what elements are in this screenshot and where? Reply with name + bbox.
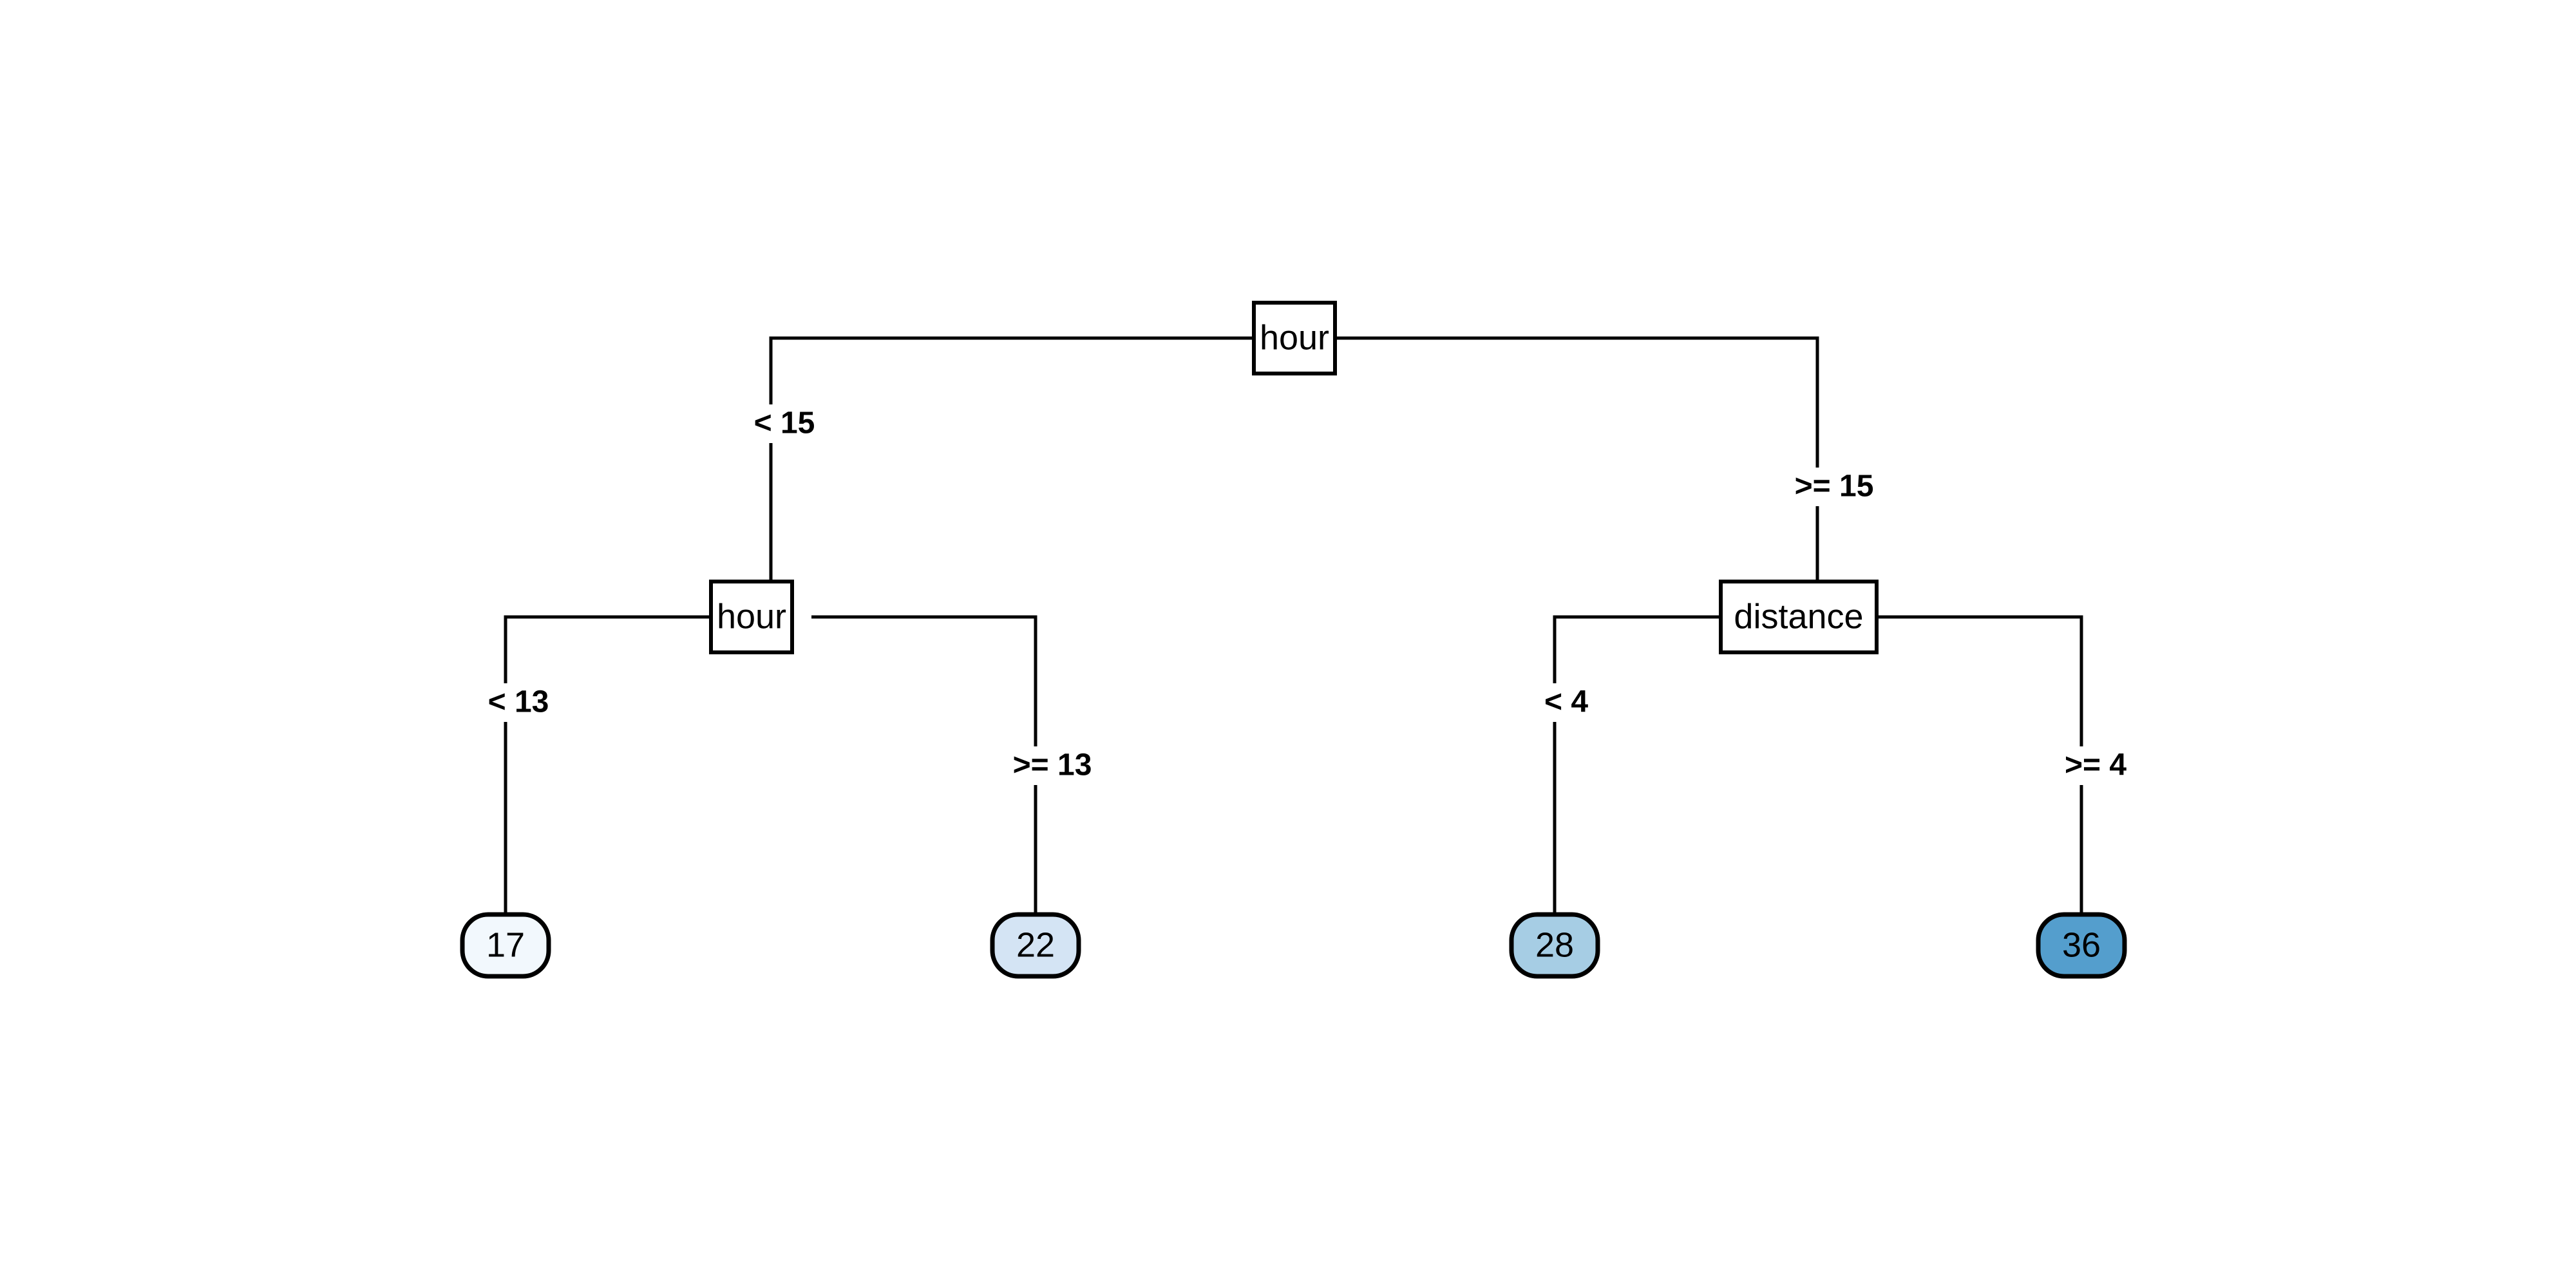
leaf-node-36-shape[interactable] (2036, 912, 2127, 979)
edge-label-right-gte4: >= 4 (2065, 748, 2126, 782)
leaf-node-17[interactable]: 17 (460, 912, 551, 979)
edge-label-left-lt13: < 13 (488, 685, 549, 719)
split-node-right-box[interactable] (1719, 580, 1879, 654)
leaf-node-36-label: 36 (2062, 925, 2101, 964)
edge-label-left-gte13: >= 13 (1013, 748, 1092, 782)
leaf-node-17-label: 17 (486, 925, 525, 964)
leaf-node-28[interactable]: 28 (1509, 912, 1600, 979)
edge-root-to-right-split (1335, 336, 1819, 617)
leaf-node-22-label: 22 (1016, 925, 1055, 964)
split-node-left[interactable]: hour (709, 580, 794, 654)
leaf-node-28-shape[interactable] (1509, 912, 1600, 979)
split-node-left-box[interactable] (709, 580, 794, 654)
edge-left-split-to-leaf-17 (504, 615, 730, 914)
edge-right-split-to-leaf-28 (1553, 615, 1758, 914)
edge-label-group: < 15 >= 15 < 13 >= 13 < 4 >= 4 (488, 406, 2127, 782)
split-node-root[interactable]: hour (1252, 301, 1337, 375)
edge-right-split-to-leaf-36 (1877, 615, 2083, 914)
edge-left-split-to-leaf-22 (811, 615, 1037, 914)
leaf-node-28-label: 28 (1535, 925, 1574, 964)
leaf-node-22[interactable]: 22 (990, 912, 1081, 979)
edge-label-root-right: >= 15 (1795, 469, 1874, 504)
edge-label-right-lt4: < 4 (1544, 685, 1588, 719)
leaf-node-17-shape[interactable] (460, 912, 551, 979)
leaf-node-22-shape[interactable] (990, 912, 1081, 979)
split-node-right-label: distance (1734, 597, 1863, 636)
split-node-right[interactable]: distance (1719, 580, 1879, 654)
edge-root-to-left-split (769, 336, 1254, 617)
leaf-node-36[interactable]: 36 (2036, 912, 2127, 979)
split-node-root-label: hour (1260, 318, 1329, 357)
edge-group (504, 336, 2083, 914)
split-node-root-box[interactable] (1252, 301, 1337, 375)
split-node-left-label: hour (717, 597, 786, 636)
edge-label-root-left: < 15 (754, 406, 815, 440)
